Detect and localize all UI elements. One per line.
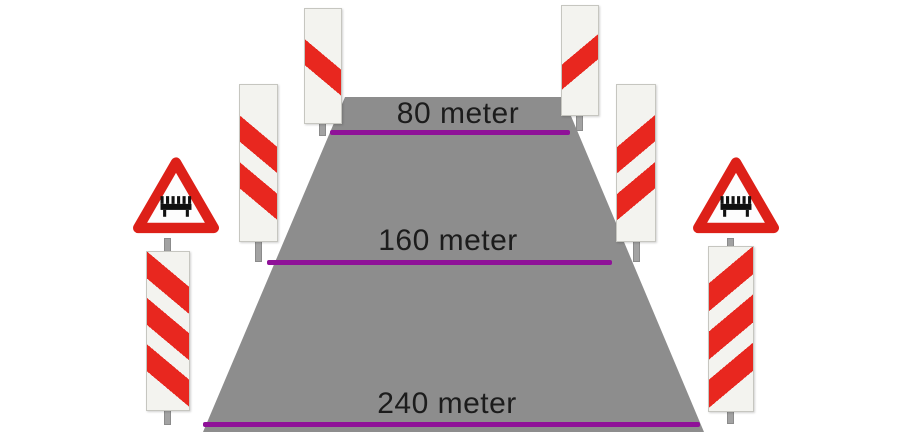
warning-sign-right [693, 153, 779, 241]
beacon-plate-1-stripe-left [304, 8, 342, 124]
sign-pole-160-right [633, 240, 640, 262]
distance-label-160: 160 meter [378, 224, 518, 257]
beacon-plate-3-stripes-left [146, 251, 190, 411]
warning-sign-left [133, 153, 219, 241]
distance-line-160 [267, 260, 612, 265]
beacon-plate-2-stripes-left [239, 84, 278, 242]
distance-label-240: 240 meter [377, 387, 517, 420]
level-crossing-barrier-icon [693, 157, 779, 234]
sign-pole-160-left [255, 240, 262, 262]
beacon-plate-2-stripes-right [616, 84, 656, 242]
sign-pole-80-right [576, 114, 583, 131]
sign-pole-80-left [319, 122, 326, 136]
distance-label-80: 80 meter [396, 97, 520, 130]
beacon-plate-1-stripe-right [561, 5, 599, 116]
distance-line-240 [203, 422, 700, 427]
beacon-plate-3-stripes-right [708, 246, 754, 412]
distance-line-80 [330, 130, 570, 135]
level-crossing-barrier-icon [133, 157, 219, 234]
